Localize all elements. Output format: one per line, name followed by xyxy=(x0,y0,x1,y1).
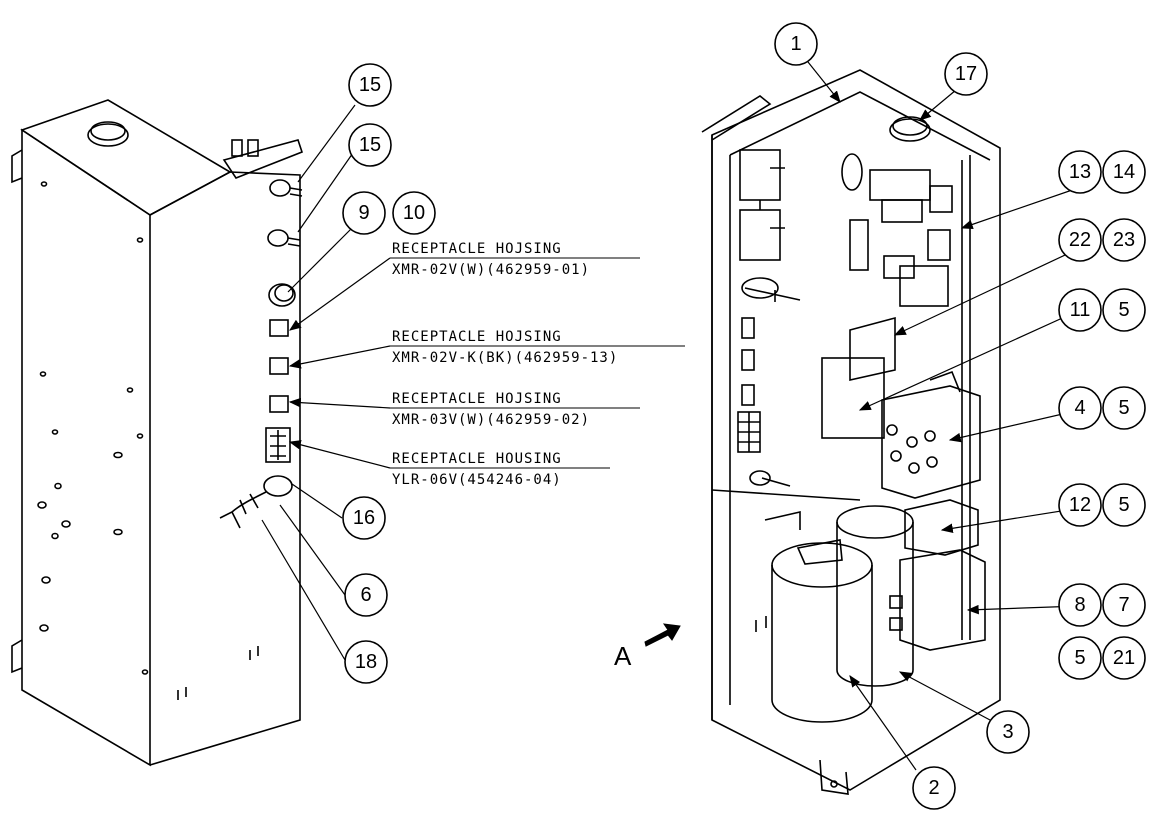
receptacle-code: XMR-02V(W)(462959-01) xyxy=(392,262,590,278)
callout-12: 12 xyxy=(1058,483,1102,527)
leader-lines-right xyxy=(807,61,1081,771)
callout-6: 6 xyxy=(344,573,388,617)
callout-4: 4 xyxy=(1058,386,1102,430)
callout-7: 7 xyxy=(1102,583,1146,627)
svg-text:22: 22 xyxy=(1069,229,1091,251)
callout-13: 13 xyxy=(1058,150,1102,194)
svg-text:9: 9 xyxy=(358,202,369,224)
callout-21: 21 xyxy=(1102,636,1146,680)
svg-text:6: 6 xyxy=(360,584,371,606)
callout-8: 8 xyxy=(1058,583,1102,627)
svg-text:17: 17 xyxy=(955,63,977,85)
callout-3: 3 xyxy=(986,710,1030,754)
svg-text:21: 21 xyxy=(1113,647,1135,669)
svg-text:4: 4 xyxy=(1074,397,1085,419)
svg-text:2: 2 xyxy=(928,777,939,799)
callout-5: 5 xyxy=(1102,483,1146,527)
callout-22: 22 xyxy=(1058,218,1102,262)
receptacle-title: RECEPTACLE HOJSING xyxy=(392,391,562,407)
receptacle-title: RECEPTACLE HOJSING xyxy=(392,241,562,257)
callout-5: 5 xyxy=(1058,636,1102,680)
left-enclosure xyxy=(11,99,303,767)
svg-text:7: 7 xyxy=(1118,594,1129,616)
receptacle-title: RECEPTACLE HOJSING xyxy=(392,329,562,345)
callout-17: 17 xyxy=(944,52,988,96)
callout-16: 16 xyxy=(342,496,386,540)
svg-text:11: 11 xyxy=(1070,299,1091,321)
receptacle-title: RECEPTACLE HOUSING xyxy=(392,451,562,467)
callout-15: 15 xyxy=(348,63,392,107)
svg-text:3: 3 xyxy=(1002,721,1013,743)
receptacle-label-1: RECEPTACLE HOJSING XMR-02V(W)(462959-01) xyxy=(392,241,590,278)
receptacle-label-4: RECEPTACLE HOUSING YLR-06V(454246-04) xyxy=(392,451,562,488)
svg-text:8: 8 xyxy=(1074,594,1085,616)
receptacle-label-2: RECEPTACLE HOJSING XMR-02V-K(BK)(462959-… xyxy=(392,329,618,366)
callout-11: 11 xyxy=(1058,288,1102,332)
view-arrow-label: A xyxy=(614,641,632,671)
callout-1: 1 xyxy=(774,22,818,66)
callouts: 15 15 9 10 16 6 18 1 17 13 14 22 23 11 5… xyxy=(342,22,1146,810)
svg-text:16: 16 xyxy=(353,507,375,529)
callout-10: 10 xyxy=(392,191,436,235)
callout-18: 18 xyxy=(344,640,388,684)
svg-text:18: 18 xyxy=(355,651,377,673)
callout-14: 14 xyxy=(1102,150,1146,194)
callout-5: 5 xyxy=(1102,288,1146,332)
callout-15: 15 xyxy=(348,123,392,167)
receptacle-code: XMR-02V-K(BK)(462959-13) xyxy=(392,350,618,366)
leader-lines-left xyxy=(261,104,391,661)
receptacle-code: XMR-03V(W)(462959-02) xyxy=(392,412,590,428)
svg-text:5: 5 xyxy=(1074,647,1085,669)
svg-text:1: 1 xyxy=(790,33,801,55)
callout-9: 9 xyxy=(342,191,386,235)
callout-5: 5 xyxy=(1102,386,1146,430)
svg-text:13: 13 xyxy=(1069,161,1091,183)
svg-text:10: 10 xyxy=(403,202,425,224)
callout-2: 2 xyxy=(912,766,956,810)
svg-text:5: 5 xyxy=(1118,299,1129,321)
right-enclosure xyxy=(701,69,1001,795)
svg-text:5: 5 xyxy=(1118,397,1129,419)
receptacle-label-3: RECEPTACLE HOJSING XMR-03V(W)(462959-02) xyxy=(392,391,590,428)
svg-text:15: 15 xyxy=(359,134,381,156)
receptacle-code: YLR-06V(454246-04) xyxy=(392,472,562,488)
receptacle-underlines xyxy=(390,257,685,469)
view-arrow-a: A xyxy=(614,623,681,671)
svg-text:12: 12 xyxy=(1069,494,1091,516)
svg-text:14: 14 xyxy=(1113,161,1135,183)
callout-23: 23 xyxy=(1102,218,1146,262)
svg-text:5: 5 xyxy=(1118,494,1129,516)
svg-text:15: 15 xyxy=(359,74,381,96)
svg-text:23: 23 xyxy=(1113,229,1135,251)
